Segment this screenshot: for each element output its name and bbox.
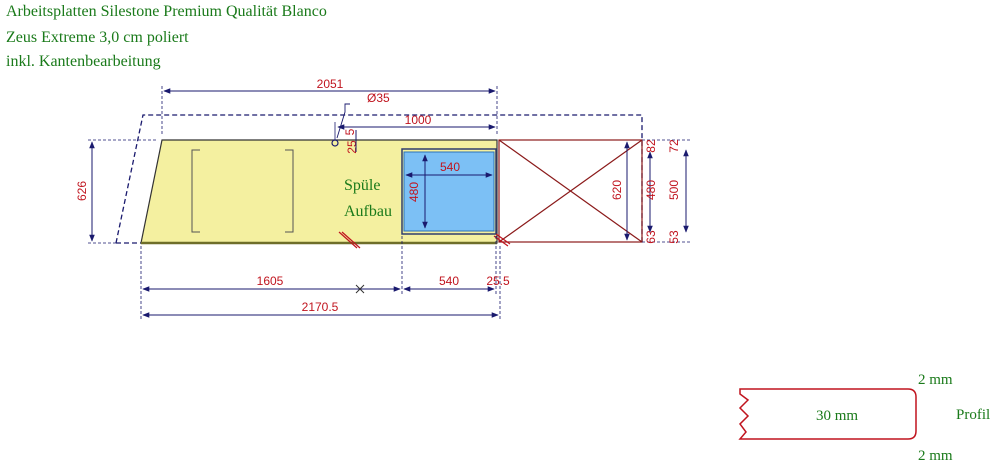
dim-82: 82	[644, 139, 658, 153]
dim-540-bottom: 540	[439, 274, 459, 288]
dim-hole-diameter: Ø35	[367, 91, 390, 105]
dim-480-right: 480	[644, 180, 658, 200]
dim-626: 626	[75, 181, 89, 201]
dim-sink-height: 480	[407, 182, 421, 202]
dim-1000: 1000	[405, 113, 432, 127]
dim-53: 53	[667, 230, 681, 244]
profile-bottom-label: 2 mm	[918, 448, 953, 464]
title-thickness: Zeus Extreme 3,0 cm poliert	[6, 29, 189, 46]
title-material: Arbeitsplatten Silestone Premium Qualitä…	[6, 3, 327, 20]
center-mark	[355, 284, 365, 294]
dim-small-25: 25	[345, 140, 359, 154]
dim-small-5: 5	[343, 128, 357, 135]
dim-sink-width: 540	[440, 160, 460, 174]
dim-72: 72	[667, 139, 681, 153]
cutout-box	[498, 139, 643, 243]
break-mark-1	[338, 231, 358, 249]
dim-63: 63	[644, 230, 658, 244]
cutout-cross-2	[498, 139, 643, 243]
dim-1605: 1605	[257, 274, 284, 288]
panel-left	[191, 149, 200, 233]
break-mark-2	[341, 231, 361, 249]
sink-label-spuele: Spüle	[344, 177, 380, 194]
profile-thickness-label: 30 mm	[816, 408, 858, 424]
edge-profile-shape	[738, 388, 917, 440]
dim-25-5: 25.5	[486, 274, 510, 288]
panel-right	[285, 149, 294, 233]
break-mark-4	[495, 233, 511, 245]
dim-500: 500	[667, 180, 681, 200]
dim-2051: 2051	[317, 77, 344, 91]
dim-2170-5: 2170.5	[302, 300, 339, 314]
profile-side-label: Profil	[956, 407, 990, 423]
profile-top-label: 2 mm	[918, 372, 953, 388]
sink-basin	[403, 151, 495, 232]
sink-outer	[401, 148, 497, 235]
sink-label-aufbau: Aufbau	[344, 203, 392, 220]
outer-outline-dashed	[115, 114, 643, 244]
title-edge-processing: inkl. Kantenbearbeitung	[6, 53, 161, 70]
dim-620: 620	[610, 180, 624, 200]
